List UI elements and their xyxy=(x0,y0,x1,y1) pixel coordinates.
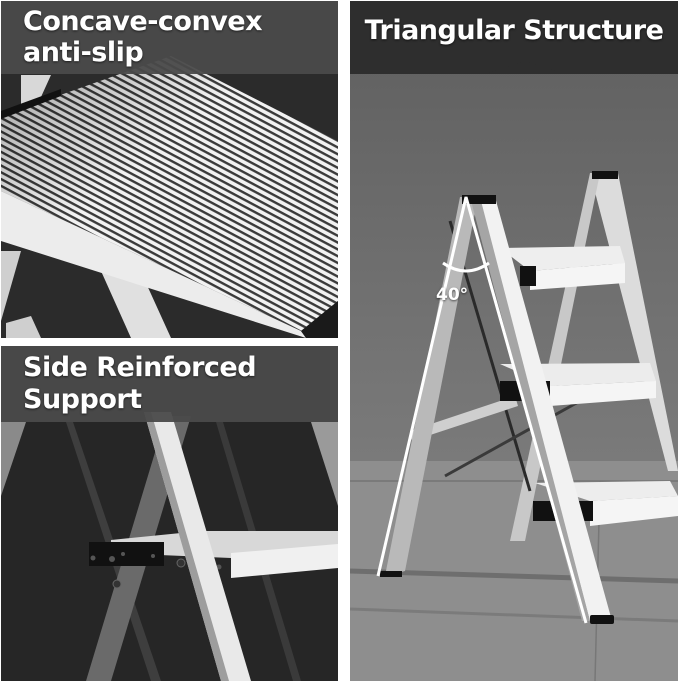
anti-slip-banner: Concave-convex anti-slip xyxy=(1,1,338,74)
side-support-panel: Side Reinforced Support xyxy=(1,346,338,681)
triangular-structure-panel: Triangular Structure 40° xyxy=(350,1,678,681)
banner-notch xyxy=(485,61,565,74)
anti-slip-title-line1: Concave-convex xyxy=(23,6,263,37)
anti-slip-title-line2: anti-slip xyxy=(23,37,144,68)
anti-slip-panel: Concave-convex anti-slip xyxy=(1,1,338,338)
angle-arc xyxy=(442,261,490,273)
triangular-structure-title: Triangular Structure xyxy=(364,15,664,46)
triangular-structure-banner: Triangular Structure xyxy=(350,1,678,74)
angle-label: 40° xyxy=(436,285,469,305)
side-support-title-line1: Side Reinforced xyxy=(23,352,257,383)
side-support-title-line2: Support xyxy=(23,384,142,415)
step-ladder-illustration xyxy=(350,1,678,681)
side-support-banner: Side Reinforced Support xyxy=(1,346,338,422)
